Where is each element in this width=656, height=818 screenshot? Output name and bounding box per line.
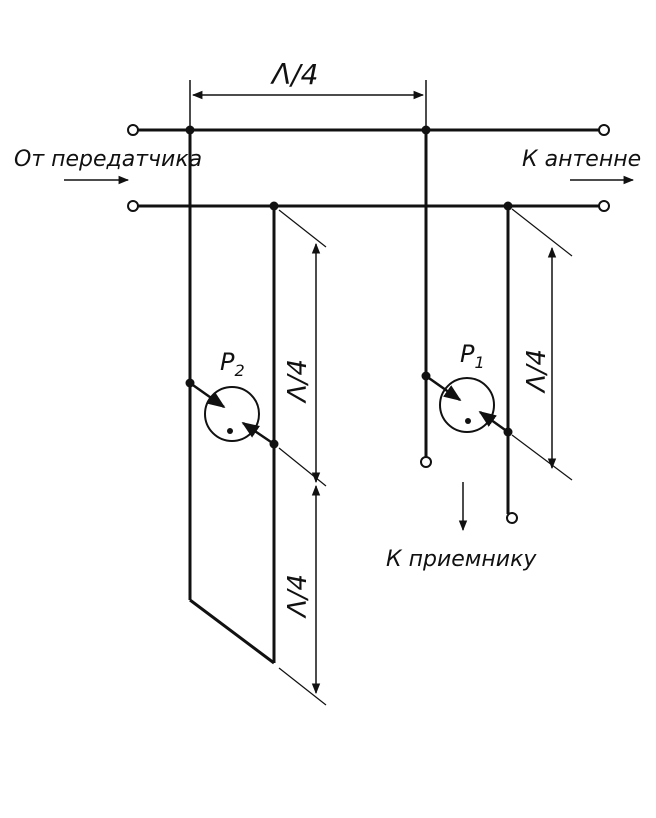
- terminal-lower-right: [598, 200, 610, 212]
- terminal-upper-right: [598, 124, 610, 136]
- p1-electrode-right: [478, 410, 509, 434]
- dimension-extension-line: [278, 209, 327, 248]
- discharger-p2: [204, 386, 260, 442]
- discharger-p1: [439, 377, 495, 433]
- dimension-extension-line: [278, 667, 327, 706]
- to-receiver-label: К приемнику: [386, 547, 537, 572]
- p2-electrode-left: [189, 381, 226, 409]
- p2-dot: [227, 428, 233, 434]
- dimension-extension-line: [511, 208, 573, 257]
- right-quarter-wave-label: Λ/4: [522, 349, 552, 394]
- left-lower-quarter-wave-label: Λ/4: [283, 574, 313, 619]
- top-quarter-wave-label: Λ/4: [270, 58, 318, 91]
- receiver-terminal-right: [506, 512, 518, 524]
- dimension-extension-line: [278, 447, 327, 487]
- p2-label: P2: [220, 348, 245, 380]
- left-stub-short-circuit: [189, 598, 275, 665]
- dimension-extension-line: [511, 434, 573, 481]
- left-upper-quarter-wave-label: Λ/4: [283, 359, 313, 404]
- p1-electrode-left: [425, 374, 462, 402]
- p2-electrode-right: [241, 421, 275, 446]
- p1-dot: [465, 418, 471, 424]
- from-transmitter-label: От передатчика: [14, 147, 202, 172]
- terminal-upper-left: [127, 124, 139, 136]
- receiver-terminal-left: [420, 456, 432, 468]
- p1-label: P1: [460, 340, 485, 372]
- to-antenna-label: К антенне: [522, 147, 641, 172]
- terminal-lower-left: [127, 200, 139, 212]
